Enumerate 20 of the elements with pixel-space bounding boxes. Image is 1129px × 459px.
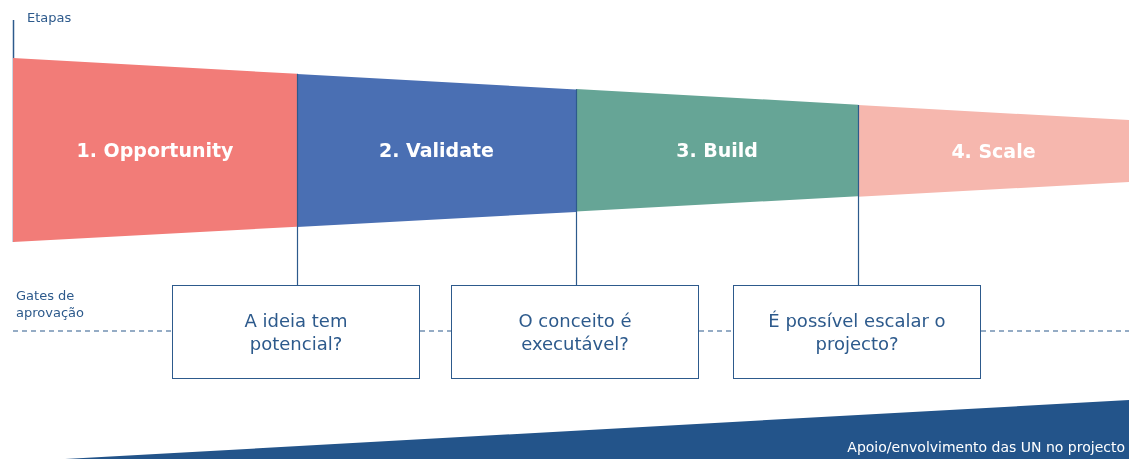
dashed-line: [698, 330, 734, 332]
wedge-label: Apoio/envolvimento das UN no projecto: [847, 439, 1125, 455]
stage-title: 1. Opportunity: [76, 139, 234, 161]
connector-line: [575, 88, 578, 286]
dashed-line: [12, 330, 173, 332]
gate-box: [172, 285, 420, 379]
connector-line: [857, 104, 860, 286]
gate-box: [451, 285, 699, 379]
stage-title: 3. Build: [676, 139, 758, 162]
gate-question: É possível escalar o projecto?: [767, 308, 947, 356]
axis-label: Etapas: [27, 10, 72, 27]
gate-question: O conceito é executável?: [517, 308, 633, 356]
dashed-line: [980, 330, 1129, 332]
connector-line: [296, 73, 299, 286]
stage-title: 4. Scale: [951, 139, 1036, 162]
axis-label: Gates de aprovação: [16, 288, 85, 322]
gate-box: [733, 285, 981, 379]
dashed-line: [419, 330, 452, 332]
gate-question: A ideia tem potencial?: [243, 308, 349, 356]
stage-title: 2. Validate: [379, 139, 494, 162]
